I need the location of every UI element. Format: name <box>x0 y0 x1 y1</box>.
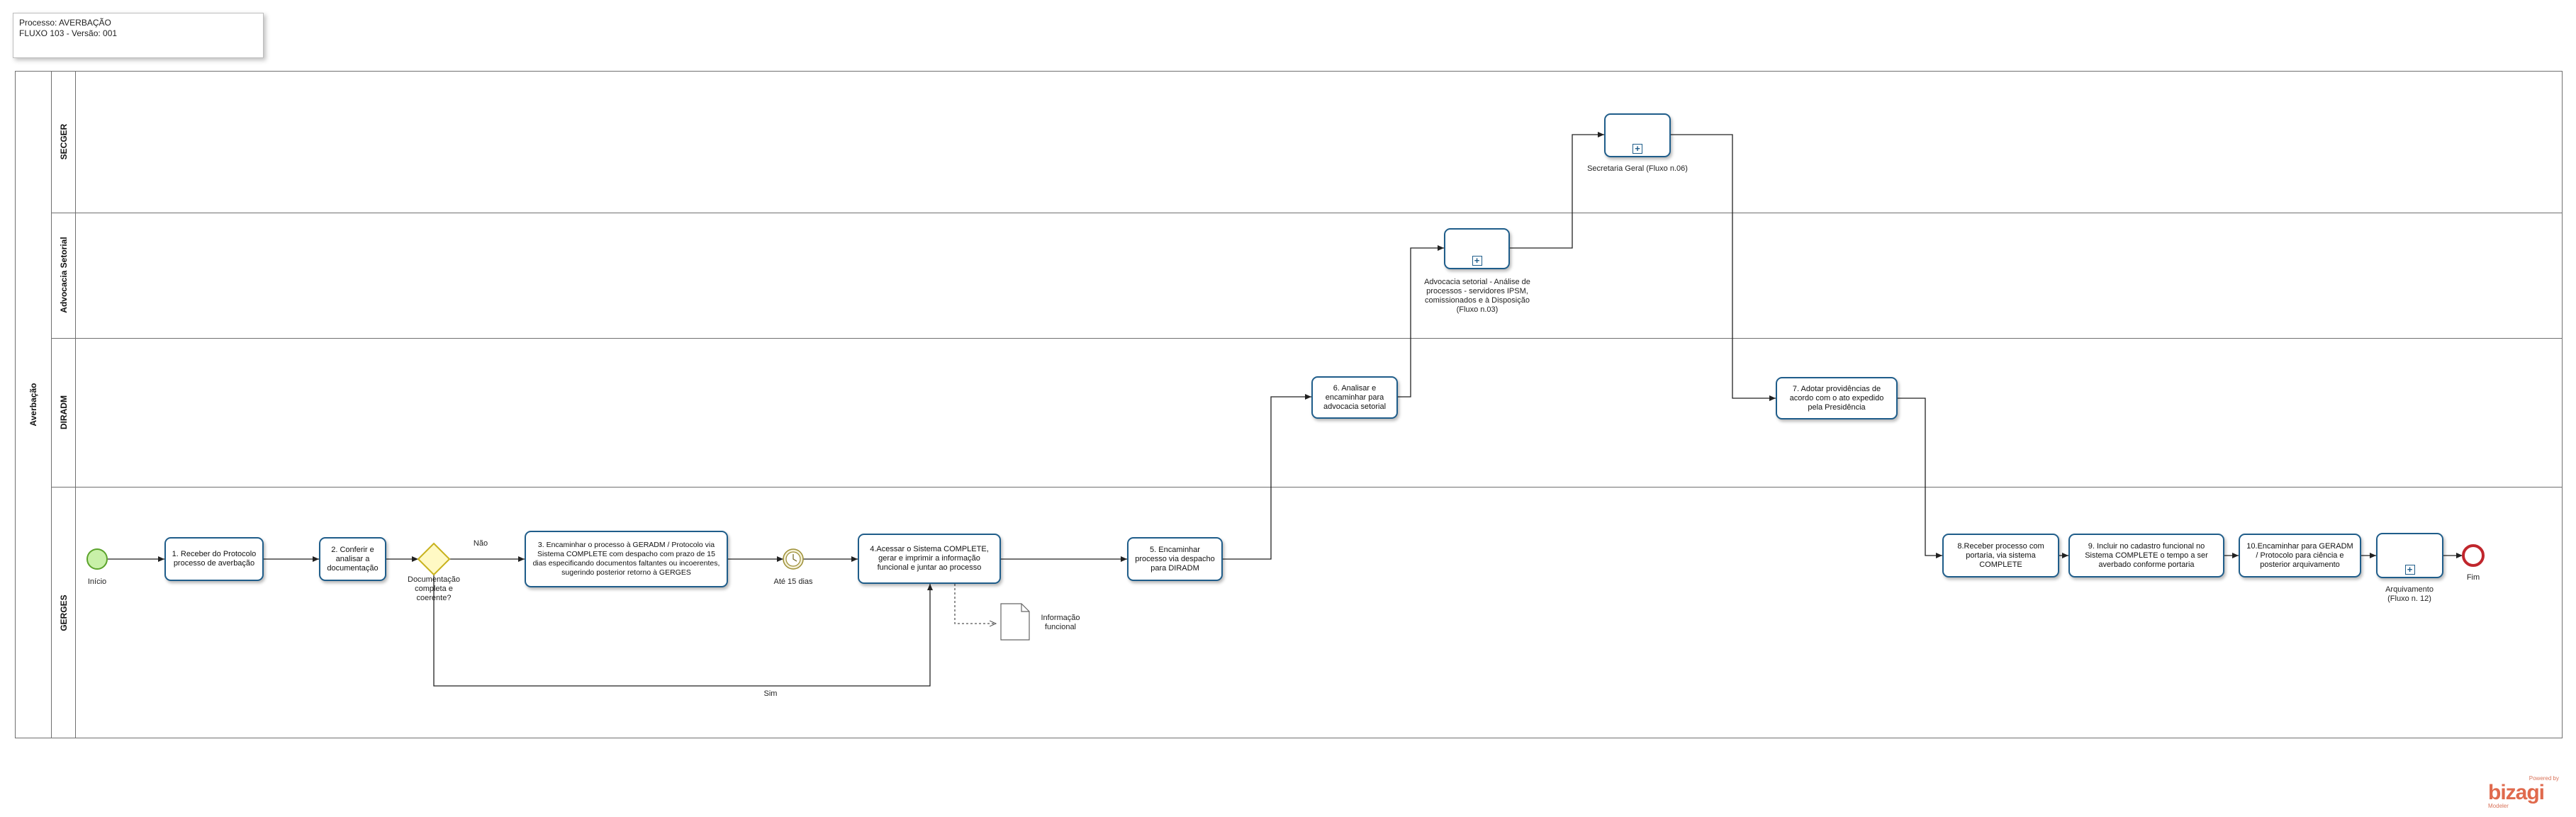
task-4[interactable]: 4.Acessar o Sistema COMPLETE, gerar e im… <box>858 534 1001 584</box>
data-object-label: Informação funcional <box>1041 614 1080 632</box>
task-7[interactable]: 7. Adotar providências de acordo com o a… <box>1776 377 1898 419</box>
timer-event-label: Até 15 dias <box>773 577 813 586</box>
subprocess-secretaria-label: Secretaria Geral (Fluxo n.06) <box>1587 164 1688 174</box>
association-informacao <box>954 584 996 624</box>
flow-label-no: Não <box>473 539 488 548</box>
expand-icon: + <box>2404 565 2415 575</box>
logo-product: Modeler <box>2488 803 2509 809</box>
flow-label-yes: Sim <box>763 689 778 698</box>
lane-diradm <box>52 338 2563 487</box>
subprocess-secretaria[interactable]: + <box>1604 113 1671 157</box>
subprocess-label-line: processos - servidores IPSM, <box>1426 287 1528 295</box>
flow-t7-t8 <box>1898 398 1942 558</box>
subprocess-label-line: comissionados e à Disposição <box>1425 296 1530 305</box>
start-event <box>86 548 108 570</box>
lane-label-diradm: DIRADM <box>52 338 76 487</box>
data-object-label-line: Informação <box>1041 614 1080 622</box>
end-event <box>2462 544 2485 567</box>
lane-label-advocacia: Advocacia Setorial <box>52 213 76 338</box>
timer-event <box>783 548 804 570</box>
gateway-label: Documentação completa e coerente? <box>408 575 460 603</box>
flow-secretaria-t7 <box>1671 134 1776 401</box>
end-event-label: Fim <box>2466 573 2480 582</box>
lane-label-secger: SECGER <box>52 71 76 213</box>
gateway-label-line: coerente? <box>416 594 452 602</box>
subprocess-label-line: Arquivamento <box>2385 585 2434 594</box>
subprocess-label-line: (Fluxo n.03) <box>1456 305 1499 314</box>
task-5[interactable]: 5. Encaminhar processo via despacho para… <box>1127 537 1223 581</box>
subprocess-label-line: Advocacia setorial - Análise de <box>1424 278 1530 286</box>
logo-wordmark: bizagi <box>2488 781 2545 804</box>
pool-label: Averbação <box>15 71 52 738</box>
process-info-box: Processo: AVERBAÇÃO FLUXO 103 - Versão: … <box>13 13 264 58</box>
lane-label-gerges: GERGES <box>52 487 76 738</box>
subprocess-advocacia-label: Advocacia setorial - Análise de processo… <box>1424 278 1530 315</box>
task-1[interactable]: 1. Receber do Protocolo processo de aver… <box>164 537 264 581</box>
subprocess-arquivamento[interactable]: + <box>2376 533 2443 578</box>
gateway-label-line: Documentação <box>408 575 460 584</box>
flow-t5-t6 <box>1223 394 1311 560</box>
task-3[interactable]: 3. Encaminhar o processo à GERADM / Prot… <box>525 531 728 587</box>
gateway-label-line: completa e <box>415 585 453 593</box>
task-9[interactable]: 9. Incluir no cadastro funcional no Sist… <box>2068 534 2224 577</box>
subprocess-arquivamento-label: Arquivamento (Fluxo n. 12) <box>2385 585 2434 604</box>
task-6[interactable]: 6. Analisar e encaminhar para advocacia … <box>1311 376 1398 419</box>
subprocess-label-line: (Fluxo n. 12) <box>2387 595 2431 603</box>
flow-advocacia-secretaria <box>1510 132 1604 249</box>
start-event-label: Início <box>87 577 107 586</box>
flow-gateway-yes <box>433 575 933 687</box>
logo-powered-by: Powered by <box>2529 775 2559 782</box>
exclusive-gateway <box>417 542 451 576</box>
process-name: Processo: AVERBAÇÃO <box>19 18 111 28</box>
bizagi-logo: Powered by bizagi Modeler <box>2488 775 2559 809</box>
flow-t6-advocacia <box>1398 245 1444 398</box>
task-2[interactable]: 2. Conferir e analisar a documentação <box>319 537 386 581</box>
task-10[interactable]: 10.Encaminhar para GERADM / Protocolo pa… <box>2239 534 2361 577</box>
lane-advocacia <box>52 213 2563 338</box>
expand-icon: + <box>1633 144 1642 154</box>
lane-gerges <box>52 487 2563 738</box>
pool <box>15 71 2563 738</box>
task-8[interactable]: 8.Receber processo com portaria, via sis… <box>1942 534 2059 577</box>
flow-version: FLUXO 103 - Versão: 001 <box>19 28 118 38</box>
subprocess-advocacia[interactable]: + <box>1444 228 1510 269</box>
subprocess-label-line: Secretaria Geral (Fluxo n.06) <box>1587 164 1688 173</box>
data-object-label-line: funcional <box>1044 623 1077 631</box>
expand-icon: + <box>1472 256 1482 266</box>
data-object-icon <box>1000 603 1030 641</box>
